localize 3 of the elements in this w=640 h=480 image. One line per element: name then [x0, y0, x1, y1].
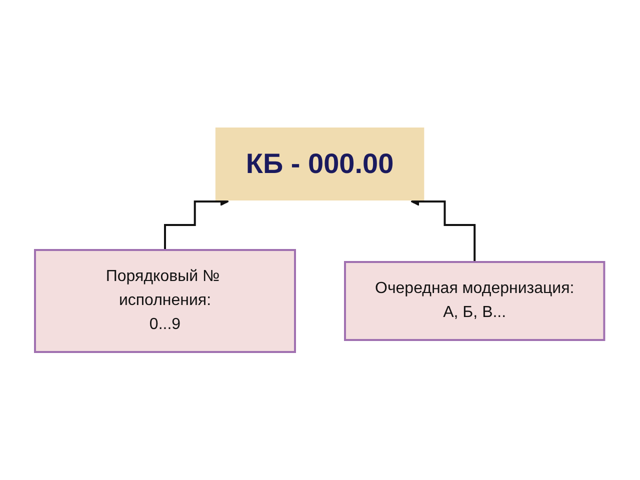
node-box: Очередная модернизация: А, Б, В...	[344, 261, 606, 341]
node-box: Порядковый № исполнения: 0...9	[34, 249, 296, 353]
node-box: КБ - 000.00	[216, 128, 425, 200]
